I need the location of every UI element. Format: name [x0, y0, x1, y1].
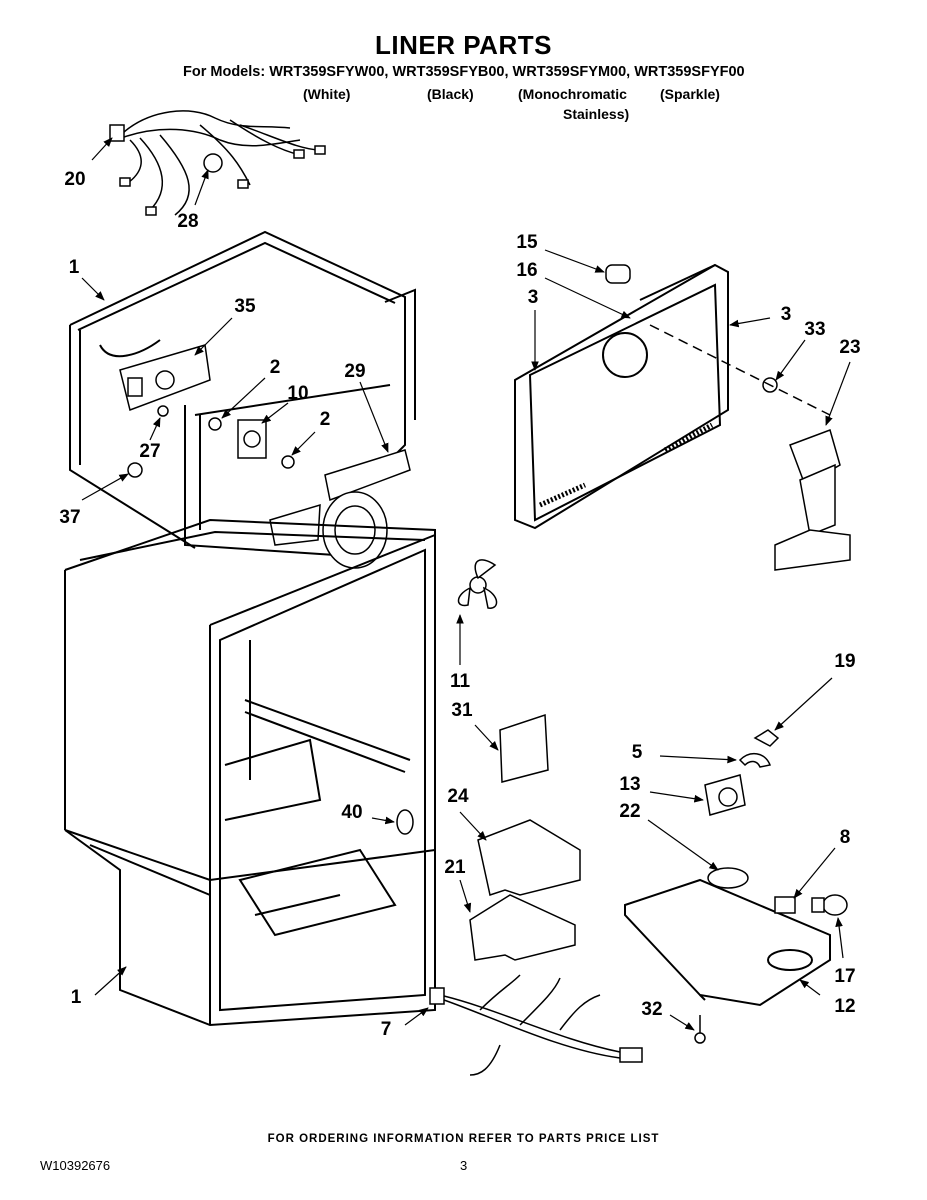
plug-37 — [127, 462, 143, 478]
callout-12: 12 — [834, 996, 856, 1017]
finish-monochromatic: (Monochromatic — [518, 86, 627, 102]
ordering-note: FOR ORDERING INFORMATION REFER TO PARTS … — [267, 1133, 660, 1145]
document-id: W10392676 — [40, 1158, 111, 1173]
spacer-15 — [605, 264, 631, 284]
callout-7: 7 — [380, 1019, 392, 1040]
air-tower — [774, 429, 851, 571]
leader-lines — [81, 137, 851, 1031]
callout-40: 40 — [341, 802, 363, 823]
callout-1: 1 — [70, 987, 82, 1008]
screw-27 — [157, 405, 169, 417]
callout-2: 2 — [269, 357, 281, 378]
callout-31: 31 — [451, 700, 473, 721]
knob-22 — [707, 867, 749, 889]
callout-35: 35 — [234, 296, 256, 317]
callout-24: 24 — [447, 786, 469, 807]
callout-20: 20 — [64, 169, 86, 190]
callout-5: 5 — [631, 742, 643, 763]
callout-10: 10 — [287, 383, 309, 404]
page-number: 3 — [460, 1158, 468, 1173]
finish-white: (White) — [303, 86, 351, 102]
insulation-31 — [499, 713, 549, 783]
callout-28: 28 — [177, 211, 199, 232]
light-housing — [624, 878, 831, 1007]
callout-19: 19 — [834, 651, 856, 672]
callout-22: 22 — [619, 801, 641, 822]
callout-29: 29 — [344, 361, 366, 382]
wire-harness-bottom — [429, 974, 643, 1076]
grommet-lower — [281, 455, 295, 469]
callout-3: 3 — [780, 304, 792, 325]
callout-21: 21 — [444, 857, 466, 878]
thermostat-13 — [704, 774, 746, 816]
wire-harness-top — [109, 110, 326, 216]
finish-sparkle: (Sparkle) — [660, 86, 720, 102]
cap-40 — [396, 809, 414, 835]
grommet-upper — [208, 417, 222, 431]
clip-5 — [738, 753, 772, 768]
screw-32 — [694, 1015, 706, 1044]
callout-11: 11 — [449, 671, 471, 692]
models-line: For Models: WRT359SFYW00, WRT359SFYB00, … — [183, 64, 745, 80]
motor-10 — [237, 419, 267, 459]
callout-2: 2 — [319, 409, 331, 430]
duct-24 — [477, 819, 581, 896]
callout-16: 16 — [516, 260, 538, 281]
callout-33: 33 — [804, 319, 826, 340]
callout-27: 27 — [139, 441, 161, 462]
upper-liner — [69, 230, 416, 556]
callout-37: 37 — [59, 507, 81, 528]
fan-shroud — [269, 449, 411, 569]
callout-15: 15 — [516, 232, 538, 253]
callout-32: 32 — [641, 999, 663, 1020]
callout-1: 1 — [68, 257, 80, 278]
finish-stainless: Stainless) — [563, 106, 630, 122]
callout-13: 13 — [619, 774, 641, 795]
bulb-17 — [811, 894, 848, 916]
callout-8: 8 — [839, 827, 851, 848]
page-title: LINER PARTS — [375, 30, 552, 60]
switch-19 — [753, 729, 780, 747]
rear-panel — [514, 263, 729, 530]
air-damper-bracket — [119, 344, 211, 411]
socket-8 — [774, 896, 796, 914]
lower-liner — [64, 518, 436, 1027]
callout-3: 3 — [527, 287, 539, 308]
duct-21 — [469, 894, 576, 961]
finish-black: (Black) — [427, 86, 474, 102]
fan-blade — [457, 559, 498, 609]
callout-23: 23 — [839, 337, 861, 358]
callout-17: 17 — [834, 966, 856, 987]
